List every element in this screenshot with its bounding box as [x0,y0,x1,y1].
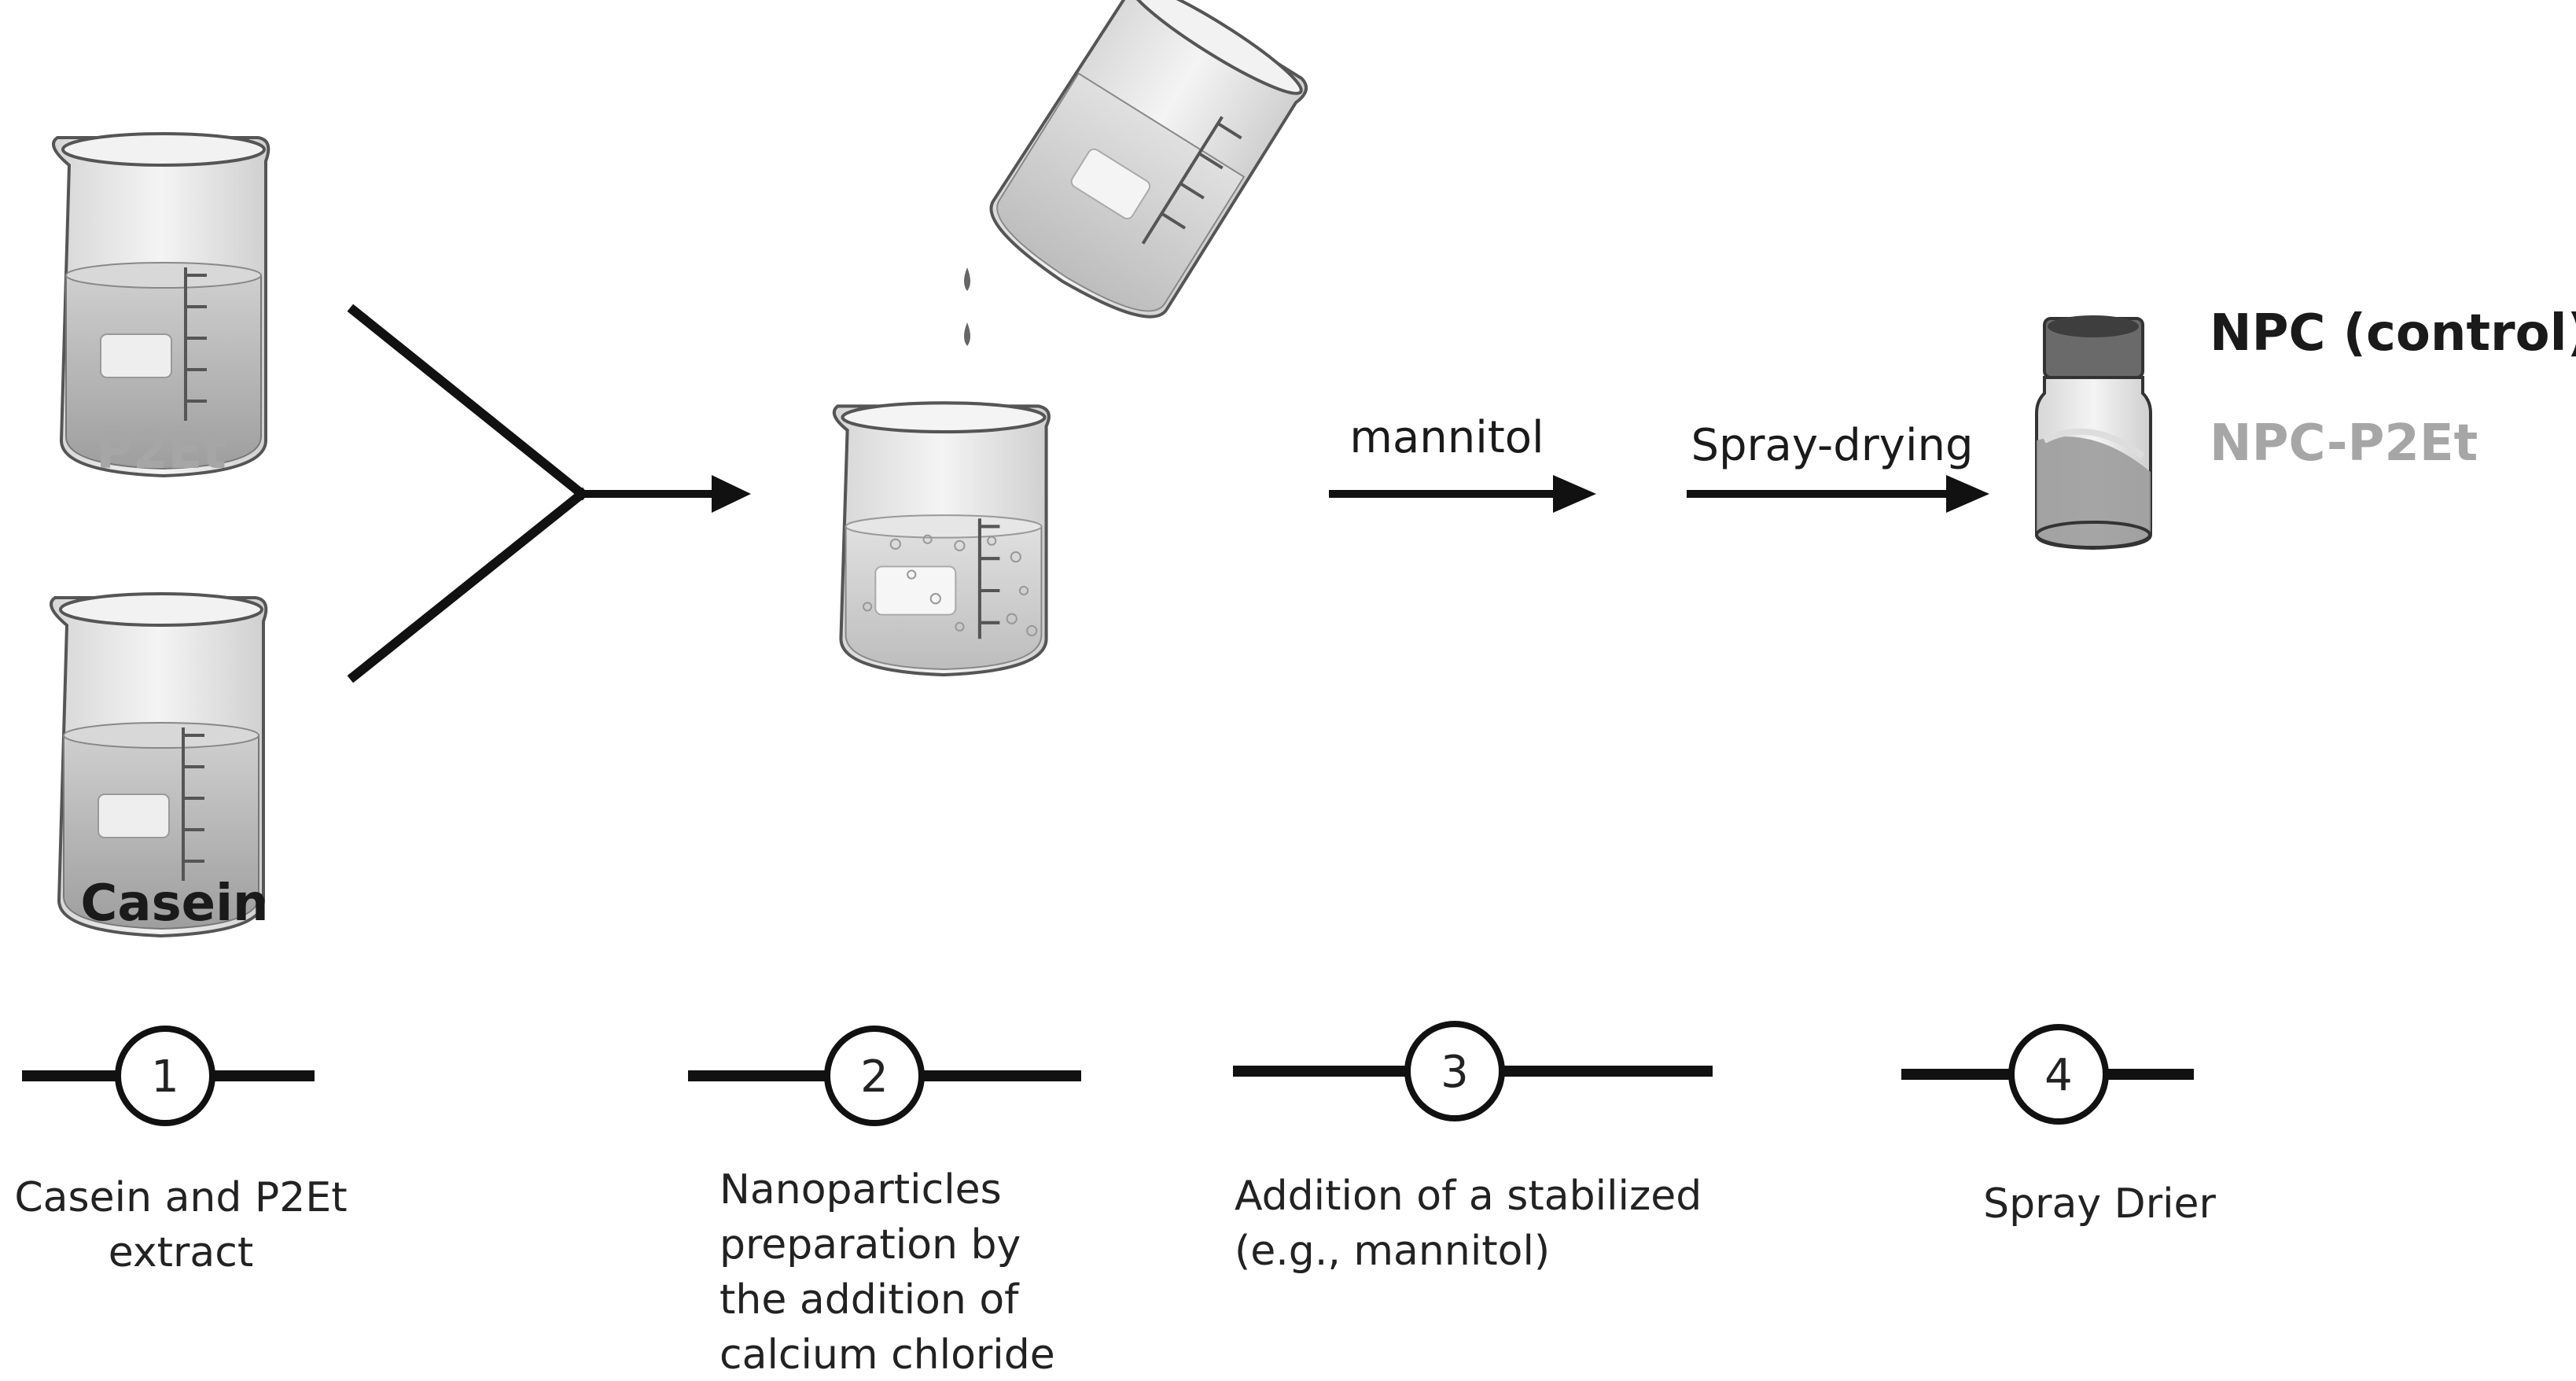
step-marker-1: 1 [22,1026,315,1126]
step-number-2: 2 [860,1051,889,1103]
step-description-3: Addition of a stabilized (e.g., mannitol… [1235,1173,1702,1275]
merge-arrow [347,304,751,683]
drop-icon [964,267,970,346]
casein-label: Casein [80,875,268,933]
step-description-2: Nanoparticles preparation by the additio… [719,1166,1055,1379]
spray-drying-arrow [1687,475,1989,513]
step-description-1: Casein and P2Et extract [14,1174,347,1276]
step-1-line-1: Casein and P2Et [14,1174,347,1221]
step-number-3: 3 [1441,1047,1469,1098]
vial-icon [2035,315,2152,551]
step-4-line-1: Spray Drier [1983,1180,2216,1228]
spray-drying-label: Spray-drying [1691,420,1973,471]
step-marker-4: 4 [1901,1024,2194,1125]
step-3-line-1: Addition of a stabilized [1235,1173,1702,1220]
mannitol-label: mannitol [1349,412,1544,463]
reaction-beaker-icon [832,401,1051,677]
step-2-line-4: calcium chloride [719,1331,1055,1379]
step-marker-3: 3 [1233,1021,1713,1121]
step-description-4: Spray Drier [1983,1180,2216,1228]
pouring-beaker-icon [989,0,1308,319]
p2et-label: P2Et [96,422,226,481]
mannitol-arrow [1329,475,1596,513]
step-number-1: 1 [151,1051,179,1103]
step-1-line-2: extract [109,1229,253,1276]
step-2-line-2: preparation by [719,1221,1021,1269]
step-3-line-2: (e.g., mannitol) [1235,1228,1550,1275]
step-marker-2: 2 [688,1026,1081,1126]
step-number-4: 4 [2044,1050,2073,1101]
npc-p2et-label: NPC-P2Et [2210,414,2478,473]
npc-control-label: NPC (control) [2210,304,2576,363]
step-2-line-3: the addition of [719,1276,1020,1324]
step-2-line-1: Nanoparticles [719,1166,1002,1213]
